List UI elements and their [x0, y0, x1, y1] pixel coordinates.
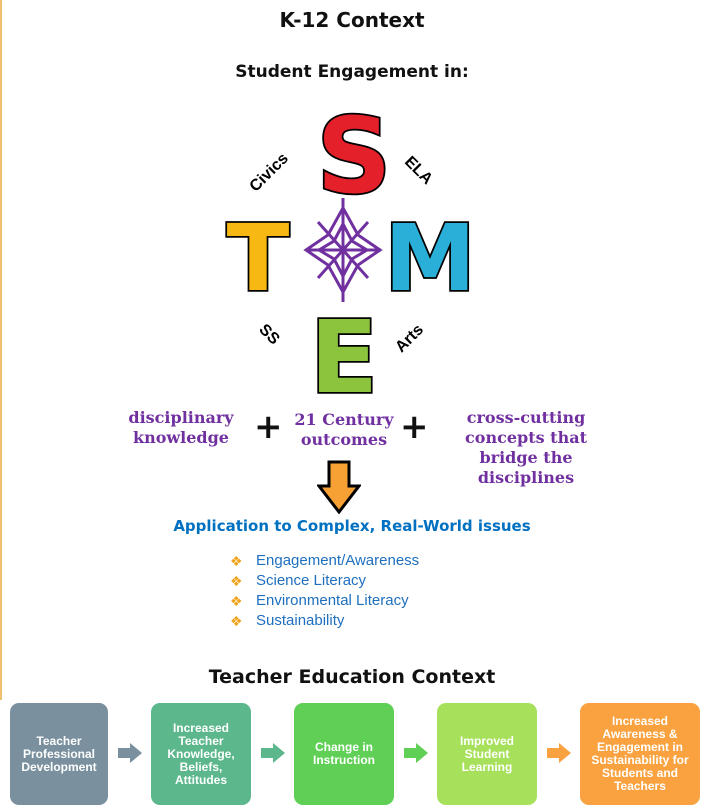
- flow-box-change-instruction: Change in Instruction: [294, 703, 394, 805]
- steam-graphic: S T M E: [225, 100, 478, 400]
- k12-context-title: K-12 Context: [279, 8, 425, 32]
- flow-arrow-icon: [261, 743, 285, 763]
- flow-box-teacher-knowledge: Increased Teacher Knowledge, Beliefs, At…: [151, 703, 251, 805]
- flow-arrow-icon: [404, 743, 428, 763]
- teacher-education-title: Teacher Education Context: [208, 666, 496, 688]
- star-icon: [303, 198, 383, 302]
- list-item: ❖Environmental Literacy: [230, 592, 409, 609]
- letter-e: E: [310, 299, 378, 400]
- letter-m: M: [384, 205, 476, 312]
- diamond-bullet-icon: ❖: [230, 573, 243, 589]
- letter-t: T: [227, 205, 290, 312]
- diamond-bullet-icon: ❖: [230, 553, 243, 569]
- diamond-bullet-icon: ❖: [230, 613, 243, 629]
- diamond-bullet-icon: ❖: [230, 593, 243, 609]
- application-list: ❖Engagement/Awareness ❖Science Literacy …: [230, 551, 419, 631]
- flow-arrow-icon: [547, 743, 571, 763]
- student-engagement-title: Student Engagement in:: [235, 62, 469, 82]
- list-item: ❖Engagement/Awareness: [230, 552, 420, 569]
- list-item: ❖Sustainability: [230, 612, 345, 629]
- flow-box-student-learning: Improved Student Learning: [437, 703, 537, 805]
- left-border-line: [0, 0, 2, 700]
- letter-s: S: [317, 100, 392, 217]
- cross-cutting-concepts-label: cross-cutting concepts that bridge the d…: [465, 408, 587, 487]
- application-title: Application to Complex, Real-World issue…: [173, 517, 531, 535]
- flow-box-sustainability: Increased Awareness & Engagement in Sust…: [580, 703, 700, 805]
- plus-sign-left: +: [254, 407, 283, 447]
- flow-arrow-icon: [118, 743, 142, 763]
- flow-box-professional-development: Teacher Professional Development: [10, 703, 108, 805]
- 21-century-outcomes-label: 21 Century outcomes: [294, 410, 394, 449]
- disciplinary-knowledge-label: disciplinary knowledge: [128, 408, 234, 447]
- down-arrow-icon: [317, 460, 361, 514]
- list-item: ❖Science Literacy: [230, 572, 367, 589]
- plus-sign-right: +: [400, 407, 429, 447]
